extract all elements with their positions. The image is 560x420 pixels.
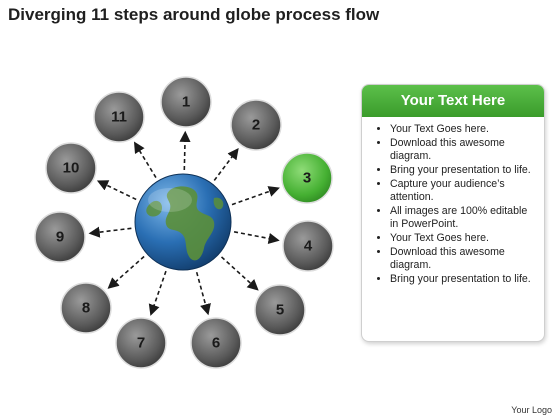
list-item: Your Text Goes here. (390, 123, 538, 136)
step-arrow-4 (233, 231, 280, 244)
list-item: Bring your presentation to life. (390, 164, 538, 177)
step-node-11: 11 (93, 91, 145, 143)
text-panel: Your Text Here Your Text Goes here. Down… (361, 84, 545, 342)
step-ring (60, 282, 112, 334)
step-ring (230, 99, 282, 151)
arrows-group (88, 130, 280, 316)
step-label: 11 (111, 109, 127, 126)
step-label: 5 (276, 302, 284, 319)
step-label: 1 (182, 94, 190, 111)
step-nodes: 1 2 3 4 5 6 7 8 9 10 11 (34, 76, 334, 369)
step-ring (45, 142, 97, 194)
step-ring (93, 91, 145, 143)
step-label: 10 (63, 160, 80, 177)
step-arrow-10 (96, 180, 137, 201)
step-label: 2 (252, 117, 260, 134)
list-item: Bring your presentation to life. (390, 273, 538, 286)
step-arrow-3 (231, 186, 280, 206)
step-arrow-1 (179, 130, 191, 171)
step-arrow-7 (148, 270, 167, 316)
list-item: All images are 100% editable in PowerPoi… (390, 205, 538, 231)
list-item: Capture your audience’s attention. (390, 178, 538, 204)
footer-logo: Your Logo (511, 405, 552, 415)
step-ring (34, 211, 86, 263)
step-label: 4 (304, 238, 313, 255)
step-arrow-5 (220, 256, 259, 291)
step-label: 7 (137, 335, 145, 352)
step-node-6: 6 (190, 317, 242, 369)
step-node-5: 5 (254, 284, 306, 336)
step-arrow-8 (107, 255, 145, 289)
step-ring (115, 317, 167, 369)
step-node-3: 3 (281, 152, 333, 204)
page-title: Diverging 11 steps around globe process … (8, 5, 380, 24)
step-node-9: 9 (34, 211, 86, 263)
step-ring (160, 76, 212, 128)
list-item: Download this awesome diagram. (390, 137, 538, 163)
step-ring (190, 317, 242, 369)
step-arrow-6 (195, 271, 211, 316)
step-node-1: 1 (160, 76, 212, 128)
step-label: 6 (212, 335, 220, 352)
step-ring (281, 152, 333, 204)
list-item: Download this awesome diagram. (390, 246, 538, 272)
panel-header: Your Text Here (362, 85, 544, 117)
step-label: 3 (303, 170, 311, 187)
step-label: 9 (56, 229, 64, 246)
step-arrow-9 (88, 226, 132, 238)
step-arrow-11 (133, 141, 157, 179)
panel-list: Your Text Goes here. Download this aweso… (362, 123, 544, 286)
globe-continents (165, 186, 215, 261)
step-node-10: 10 (45, 142, 97, 194)
step-node-2: 2 (230, 99, 282, 151)
step-node-8: 8 (60, 282, 112, 334)
step-arrow-2 (213, 147, 239, 181)
list-item: Your Text Goes here. (390, 232, 538, 245)
step-label: 8 (82, 300, 90, 317)
globe (134, 173, 232, 271)
step-node-4: 4 (282, 220, 334, 272)
step-node-7: 7 (115, 317, 167, 369)
step-ring (254, 284, 306, 336)
step-ring (282, 220, 334, 272)
